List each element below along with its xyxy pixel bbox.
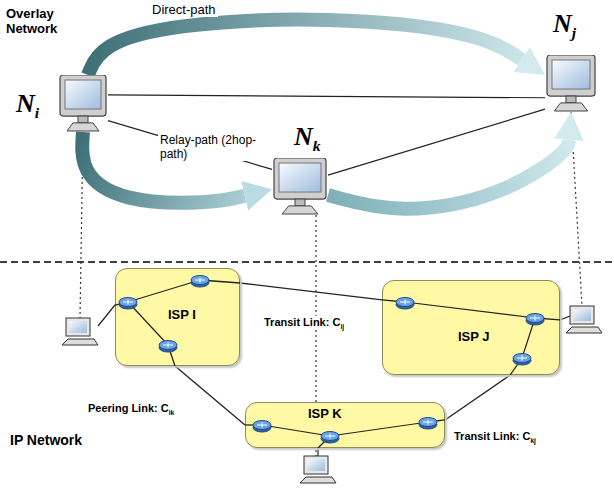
edge-label: Transit Link: Ckj [452,430,538,442]
text-subscript: j [572,24,576,41]
peering-link [175,366,245,425]
node-name: Nk [294,122,321,152]
text-subscript: i [35,104,39,121]
text-subscript: k [313,137,321,154]
host-pc [62,318,98,345]
text-subscript: ik [169,409,175,416]
text-part: Transit Link: C [454,430,530,442]
access-link [98,305,115,326]
relay-path-arrow [328,140,569,209]
isp-domain: ISP J [382,280,560,375]
text-part: N [553,9,572,38]
isp-name: ISP J [458,329,490,344]
node-name: Nj [553,9,576,39]
layer-title: IP Network [10,432,82,448]
computer-icon [545,55,597,112]
edge-label: Peering Link: Cik [86,402,176,414]
text-subscript: kj [530,437,536,444]
isp-domain: ISP I [115,268,240,366]
transit-link [240,283,382,300]
overlay-node: Nj [545,55,597,112]
isp-name: ISP K [308,406,342,421]
text-part: Peering Link: C [88,402,169,414]
router-group [245,402,445,448]
host-pc [300,456,336,483]
layer-divider [0,261,614,263]
text-subscript: ij [340,323,344,330]
isp-name: ISP I [168,307,196,322]
computer-icon [58,75,108,132]
text-part: N [16,89,35,118]
overlay-node: Nk [272,158,328,215]
direct-path-arrow [88,20,522,75]
text-part: Transit Link: C [264,316,340,328]
computer-icon [272,158,328,215]
router-group [382,280,560,375]
host-pc [566,306,602,333]
layer-title: Overlay Network [6,6,70,36]
transit-link [445,375,510,420]
edge-label: Relay-path (2hop-path) [158,133,262,161]
access-link [317,448,318,456]
isp-domain: ISP K [245,402,445,448]
edge-label: Transit Link: Cij [262,316,346,328]
overlay-link [108,95,545,98]
node-name: Ni [16,89,39,119]
access-link [560,316,570,320]
text-part: N [294,122,313,151]
overlay-link [108,121,272,170]
overlay-node: Ni [58,75,108,132]
overlay-link [328,109,545,175]
edge-label: Direct-path [150,2,218,17]
